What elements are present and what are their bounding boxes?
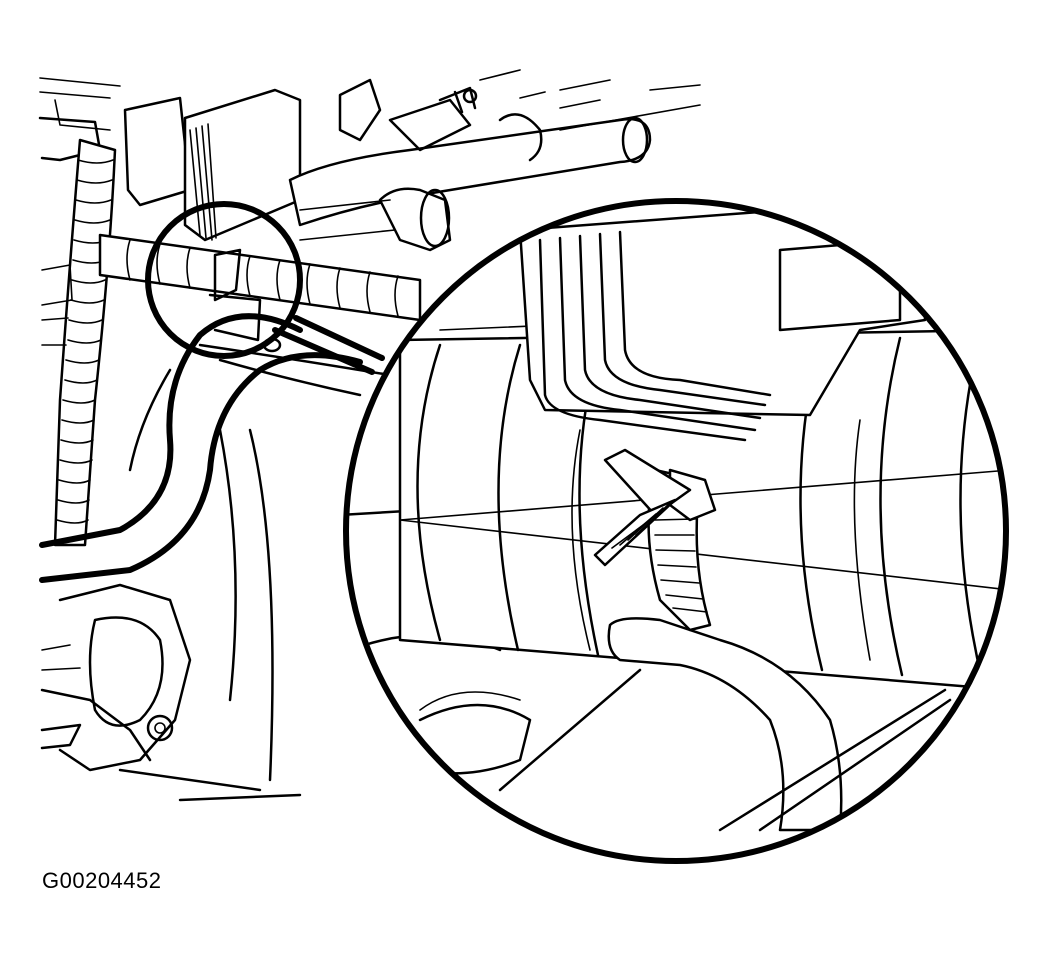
- callout-connector: [272, 315, 385, 375]
- callout-small-circle: [145, 201, 303, 359]
- figure-id-label: G00204452: [42, 868, 162, 893]
- cable-tie: [593, 448, 717, 632]
- detail-magnifier: [343, 198, 1009, 864]
